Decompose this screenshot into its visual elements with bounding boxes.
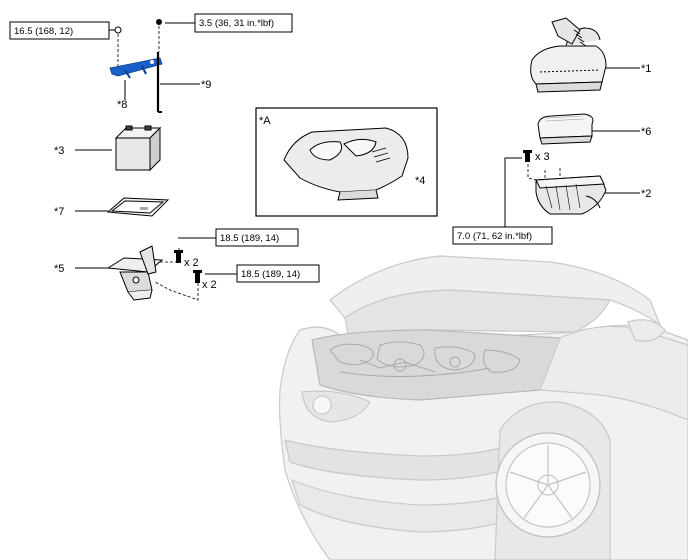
torque-spec-bracket-bolt-lower: 18.5 (189, 14) [236, 264, 320, 283]
torque-spec-battery-terminal-nut: 3.5 (36, 31 in.*lbf) [194, 13, 293, 33]
quantity-bracket-upper: x 2 [184, 257, 199, 269]
battery-tray-part [106, 197, 170, 217]
torque-spec-group: 16.5 (168, 12) 3.5 (36, 31 in.*lbf) 18.5… [9, 13, 553, 283]
quantity-bracket-lower: x 2 [202, 279, 217, 291]
callout-5: *5 [54, 263, 64, 275]
callout-2: *2 [641, 188, 651, 200]
torque-spec-air-cleaner-bolt: 7.0 (71, 62 in.*lbf) [452, 226, 553, 245]
battery-rod-part [156, 19, 162, 113]
air-cleaner-filter-part [537, 113, 594, 145]
callout-labels: *1 *2 *3 *4 *5 *6 *7 *8 *9 *A [54, 63, 651, 275]
vehicle-illustration [278, 255, 688, 560]
air-cleaner-case-part [535, 175, 607, 215]
torque-spec-text: 18.5 (189, 14) [220, 233, 279, 244]
view-label-a: *A [259, 115, 271, 127]
engine-cover-view [255, 107, 438, 217]
callout-6: *6 [641, 126, 651, 138]
air-cleaner-cap-part [530, 17, 607, 93]
battery-part [114, 125, 162, 172]
callout-3: *3 [54, 145, 64, 157]
callout-7: *7 [54, 206, 64, 218]
quantity-air-cleaner-bolt: x 3 [535, 151, 550, 163]
quantity-labels: x 2 x 2 x 3 [184, 151, 550, 291]
callout-8: *8 [117, 99, 127, 111]
callout-9: *9 [201, 79, 211, 91]
battery-clamp-part [109, 26, 163, 79]
callout-1: *1 [641, 63, 651, 75]
torque-spec-text: 3.5 (36, 31 in.*lbf) [199, 18, 274, 29]
battery-carrier-part [106, 245, 164, 301]
bracket-bolts [174, 250, 202, 283]
torque-spec-text: 7.0 (71, 62 in.*lbf) [457, 231, 532, 242]
torque-spec-text: 18.5 (189, 14) [241, 269, 300, 280]
leader-lines [75, 22, 640, 275]
air-cleaner-bolt [523, 150, 532, 162]
torque-spec-bracket-bolt-upper: 18.5 (189, 14) [215, 228, 299, 247]
callout-4: *4 [415, 175, 425, 187]
torque-spec-battery-clamp-nut: 16.5 (168, 12) [9, 21, 110, 40]
engine-cover-part [283, 127, 409, 201]
torque-spec-text: 16.5 (168, 12) [14, 26, 73, 37]
